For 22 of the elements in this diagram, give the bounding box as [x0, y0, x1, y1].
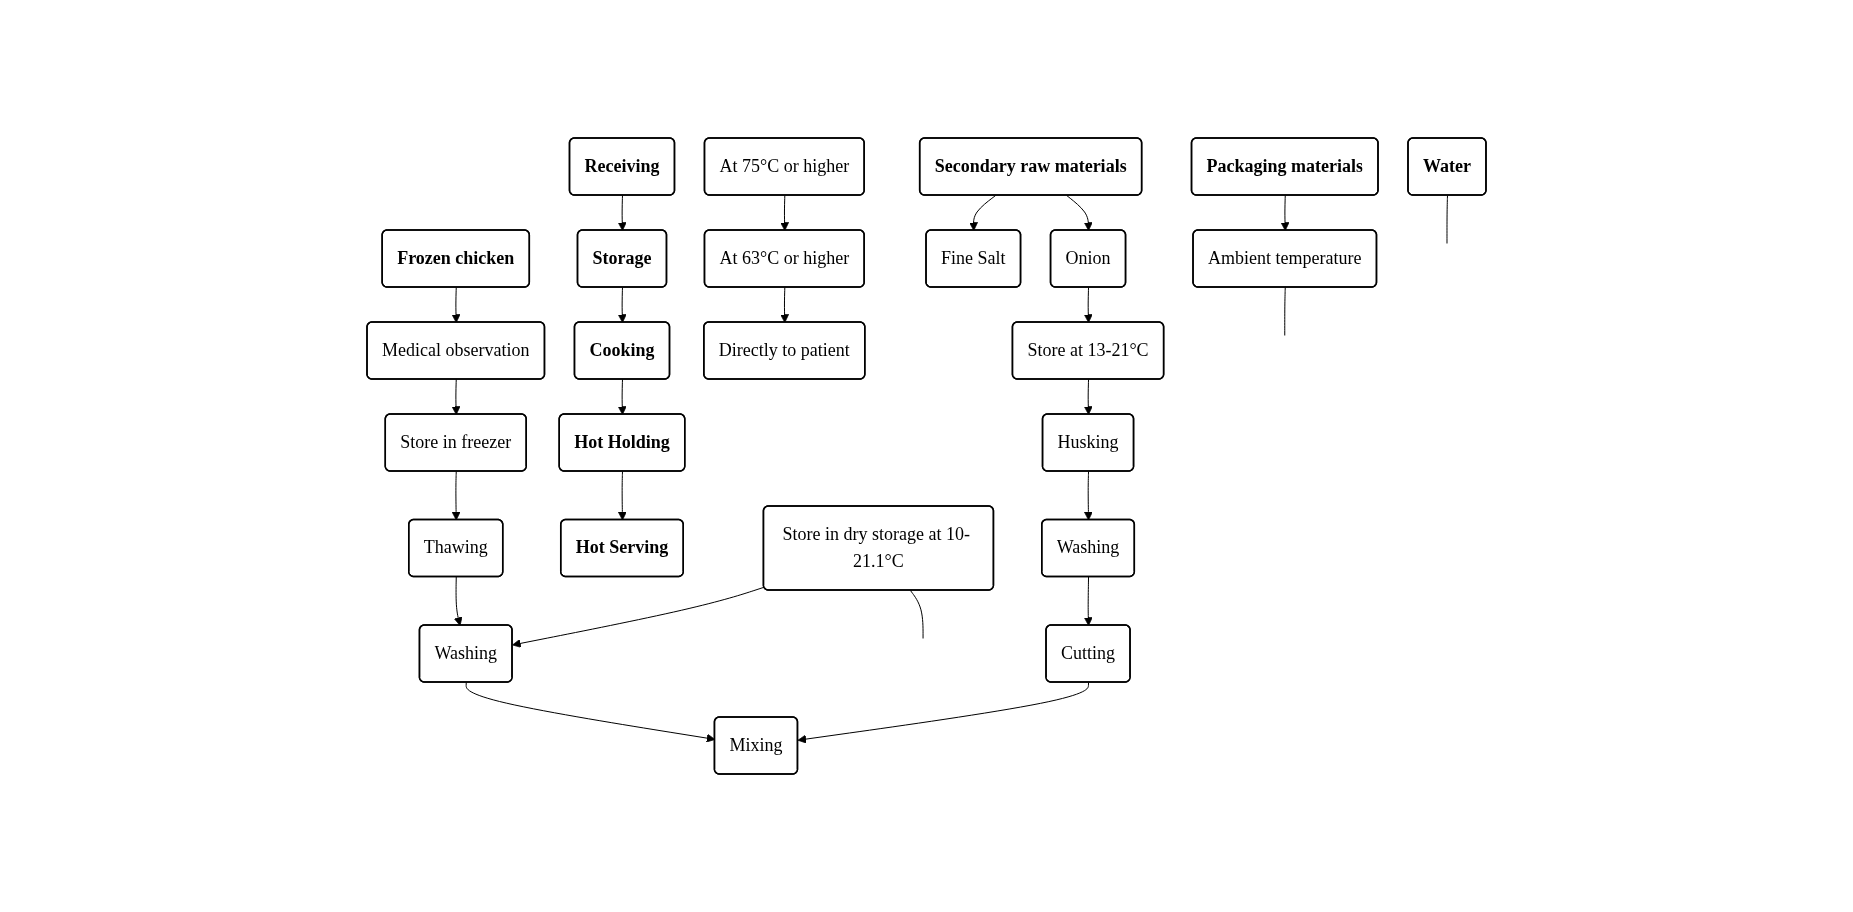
arrow: [451, 471, 461, 521]
arrow: [969, 195, 997, 231]
arrow: [617, 195, 627, 231]
arrow: [451, 379, 461, 415]
arrow: [451, 287, 461, 323]
arrow: [1083, 287, 1093, 323]
arrow: [780, 195, 789, 231]
connector: [1446, 195, 1448, 244]
arrow: [1280, 195, 1290, 231]
arrow: [1084, 471, 1093, 521]
connector: [1284, 287, 1286, 336]
connector: [909, 590, 924, 639]
arrow: [797, 682, 1090, 744]
arrow: [1083, 576, 1093, 626]
arrow: [512, 586, 765, 648]
arrow: [617, 287, 627, 323]
arrow: [617, 379, 627, 415]
arrow: [1066, 195, 1093, 231]
arrow: [1083, 379, 1093, 415]
arrow: [617, 471, 627, 521]
arrow: [453, 576, 463, 626]
arrow: [780, 287, 789, 323]
